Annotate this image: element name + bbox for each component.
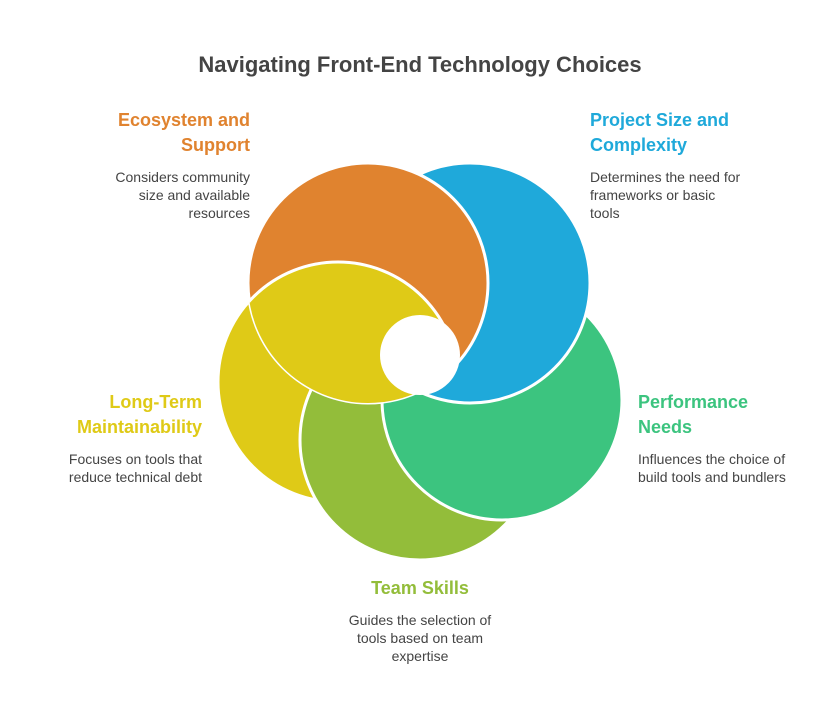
item-title: Complexity: [590, 135, 688, 155]
item-desc: size and available: [138, 187, 250, 203]
center-hole: [380, 315, 460, 395]
item-desc: expertise: [391, 648, 449, 664]
item-desc: Influences the choice of: [638, 451, 786, 467]
item-desc: reduce technical debt: [68, 469, 202, 485]
item-title: Project Size and: [590, 110, 730, 130]
item-title: Ecosystem and: [117, 110, 250, 130]
diagram-title: Navigating Front-End Technology Choices: [198, 52, 642, 77]
item-desc: Determines the need for: [590, 169, 741, 185]
item-desc: Focuses on tools that: [68, 451, 202, 467]
item-title: Team Skills: [371, 578, 469, 598]
item-title: Performance: [638, 392, 749, 412]
item-title: Needs: [638, 417, 693, 437]
item-title: Long-Term: [109, 392, 202, 412]
item-team-skills: Team Skills Guides the selection of tools…: [300, 576, 540, 665]
item-title: Support: [181, 135, 250, 155]
item-title: Maintainability: [76, 417, 202, 437]
item-desc: Guides the selection of: [348, 612, 492, 628]
item-desc: Considers community: [115, 169, 250, 185]
item-desc: tools: [590, 205, 620, 221]
item-desc: frameworks or basic: [590, 187, 716, 203]
item-desc: build tools and bundlers: [638, 469, 786, 485]
item-desc: resources: [188, 205, 250, 221]
item-desc: tools based on team: [356, 630, 484, 646]
